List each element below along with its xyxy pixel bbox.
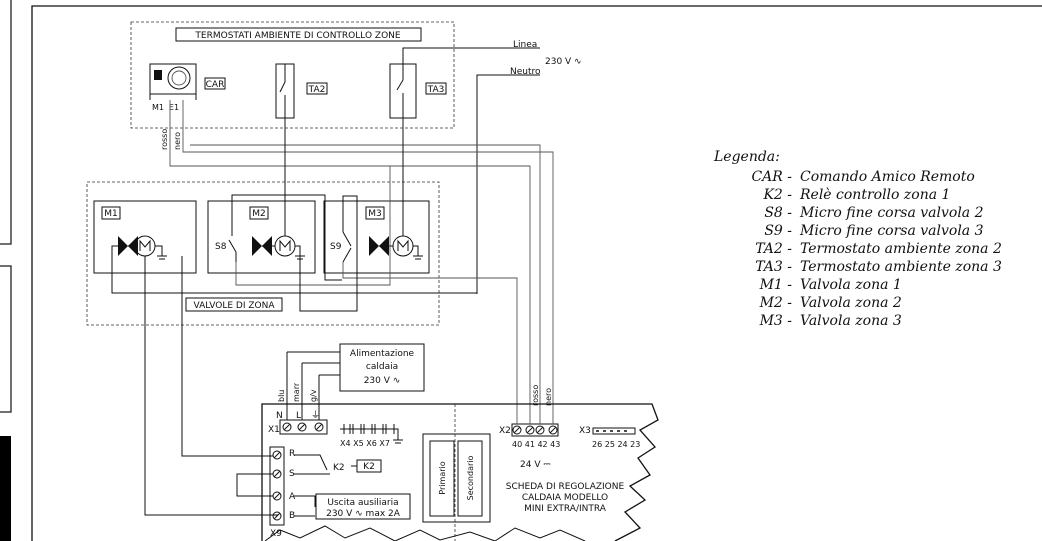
m2-label: M2 (252, 209, 266, 219)
aux-label-1: Uscita ausiliaria (327, 498, 398, 508)
x4x7-label: X4 X5 X6 X7 (340, 439, 390, 448)
b-label: B (289, 511, 295, 521)
blu-label: blu (277, 390, 286, 402)
legend-code: M2 - (759, 295, 793, 311)
thermostats-title: TERMOSTATI AMBIENTE DI CONTROLLO ZONE (194, 31, 400, 41)
linea-label: Linea (513, 40, 537, 50)
x9-label: X9 (270, 529, 282, 539)
m2-motor-icon (274, 235, 296, 257)
legend-code: M3 - (759, 313, 793, 329)
primario-label: Primario (438, 461, 447, 494)
valves-box (86, 181, 440, 326)
x3-numbers: 26 25 24 23 (592, 440, 640, 449)
s-label: S (289, 469, 295, 479)
x2-terminal-block (511, 423, 559, 437)
aux-label-2: 230 V ∿ max 2A (326, 509, 401, 519)
legend-desc: Micro fine corsa valvola 2 (799, 205, 984, 221)
board-title-1: SCHEDA DI REGOLAZIONE (506, 482, 625, 492)
thermostats-box (130, 21, 455, 129)
l-label: L (296, 411, 301, 421)
legend-code: CAR - (751, 169, 792, 185)
legend-desc: Valvola zona 1 (800, 277, 902, 293)
legend: Legenda: CAR - Comando Amico Remoto K2 -… (713, 149, 1002, 329)
a-label: A (289, 492, 296, 502)
r-label: R (289, 449, 295, 459)
supply-230-label: 230 V ∿ (545, 57, 582, 67)
page-edge-tab (0, 0, 12, 245)
aux-output-box (315, 493, 411, 520)
legend-code: S9 - (764, 223, 792, 239)
gv-label: g/v (309, 389, 318, 402)
k2-coil-label: K2 (363, 462, 375, 472)
transformer (422, 433, 491, 523)
x2-label: X2 (499, 426, 511, 436)
board-title-3: MINI EXTRA/INTRA (524, 504, 607, 514)
x3-label: X3 (579, 426, 591, 436)
legend-code: TA3 - (755, 259, 792, 275)
legend-desc: Termostato ambiente zona 2 (800, 241, 1002, 257)
rosso-bottom-label: rosso (531, 385, 540, 406)
car-label-frame (204, 77, 226, 90)
page-edge-tab-active (0, 436, 11, 541)
car-device (149, 63, 197, 95)
valves-box-label: VALVOLE DI ZONA (194, 301, 276, 311)
rosso-top-label: rosso (160, 129, 169, 150)
car-display (154, 70, 162, 80)
legend-code: M1 - (759, 277, 793, 293)
legend-desc: Termostato ambiente zona 3 (800, 259, 1002, 275)
ta3-label: TA3 (427, 85, 445, 95)
x2-numbers: 40 41 42 43 (512, 440, 560, 449)
legend-desc: Relè controllo zona 1 (799, 187, 950, 203)
thermostats-title-frame (175, 27, 422, 42)
legend-code: K2 - (762, 187, 792, 203)
m1-label: M1 (104, 209, 118, 219)
m3-label: M3 (368, 209, 382, 219)
s9-switch (342, 231, 352, 263)
regulation-board (261, 403, 659, 541)
s8-switch (228, 230, 237, 262)
power-title-3: 230 V ∿ (364, 376, 401, 386)
k2-label: K2 (333, 463, 345, 473)
secondario-label: Secondario (466, 456, 475, 501)
legend-code: S8 - (764, 205, 792, 221)
legend-desc: Valvola zona 2 (800, 295, 902, 311)
neutro-label: Neutro (510, 67, 541, 77)
e1-terminal-label: E1 (169, 103, 179, 112)
nero-bottom-label: nero (544, 388, 553, 406)
marr-label: marr (292, 382, 301, 402)
x3-connector (592, 427, 636, 435)
v24-label: 24 V ⎓ (520, 460, 551, 470)
x9-terminal-block (269, 446, 285, 526)
legend-desc: Valvola zona 3 (800, 313, 902, 329)
page-edge-tab (0, 265, 12, 413)
nero-top-label: nero (173, 132, 182, 150)
earth-label: ⏚ (311, 410, 320, 421)
legend-desc: Comando Amico Remoto (800, 169, 975, 185)
x4-x7-connectors (340, 424, 403, 444)
power-title-1: Alimentazione (350, 349, 415, 359)
car-label: CAR (206, 80, 225, 90)
s8-label: S8 (215, 242, 227, 252)
m2-valve-box (207, 200, 316, 274)
board-title-2: CALDAIA MODELLO (522, 493, 608, 503)
power-supply-box (339, 343, 425, 392)
s9-label: S9 (330, 242, 342, 252)
ta2-label: TA2 (308, 85, 326, 95)
n-label: N (276, 411, 283, 421)
m1-terminal-label: M1 (152, 103, 164, 112)
legend-code: TA2 - (755, 241, 792, 257)
x1-label: X1 (268, 425, 280, 435)
page-frame (31, 5, 1042, 541)
power-title-2: caldaia (366, 362, 398, 372)
m3-valve-box (323, 200, 430, 274)
x1-terminal-block (279, 419, 328, 435)
legend-desc: Micro fine corsa valvola 3 (799, 223, 984, 239)
m3-motor-icon (392, 235, 414, 257)
legend-title: Legenda: (713, 149, 780, 165)
car-dial (167, 66, 191, 90)
